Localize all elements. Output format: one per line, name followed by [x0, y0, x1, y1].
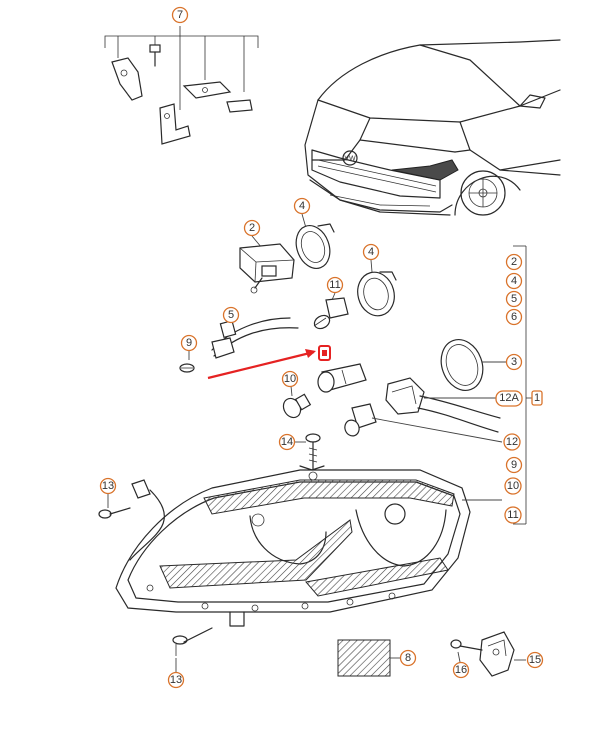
callout-list-6: 6: [505, 308, 523, 326]
callout-list-bracket: [513, 245, 532, 525]
h7-bulb: [313, 292, 349, 330]
svg-text:4: 4: [511, 275, 517, 287]
callout-14: 14: [278, 433, 296, 451]
car-front-illustration: VW: [304, 39, 561, 216]
svg-text:4: 4: [299, 200, 305, 212]
callout-4-lower: 4: [362, 243, 380, 261]
callout-2: 2: [243, 219, 261, 237]
svg-text:7: 7: [177, 9, 183, 21]
seal-ring-large: [440, 339, 506, 391]
callout-list-4: 4: [505, 272, 523, 290]
highlight-arrowhead: [305, 349, 316, 358]
callout-8: 8: [399, 649, 417, 667]
callout-1: 1: [531, 390, 543, 406]
svg-text:6: 6: [511, 311, 517, 323]
screw-14: [295, 433, 321, 471]
svg-text:2: 2: [249, 222, 255, 234]
screw-13-upper: [98, 494, 131, 519]
label-plate-8: [337, 639, 400, 677]
svg-text:13: 13: [170, 674, 182, 686]
svg-text:3: 3: [511, 356, 517, 368]
callout-list-9: 9: [505, 456, 523, 474]
svg-text:11: 11: [507, 509, 518, 521]
bulb-retaining-ring-upper: [295, 213, 335, 269]
bulb-retaining-ring-lower: [357, 259, 397, 317]
callout-16: 16: [452, 661, 470, 679]
callout-13-upper: 13: [99, 477, 117, 495]
callout-list: 2 4 5 6 3 12A 12 9 10 11: [495, 253, 523, 524]
svg-text:VW: VW: [344, 156, 356, 163]
bulb-holder: [317, 363, 367, 393]
callout-7: 7: [171, 6, 189, 24]
svg-text:12: 12: [506, 436, 518, 448]
svg-text:8: 8: [405, 652, 411, 664]
callout-list-2: 2: [505, 253, 523, 271]
callout-11-bulb: 11: [326, 276, 344, 294]
callout-9: 9: [180, 334, 198, 352]
svg-text:10: 10: [507, 480, 519, 492]
svg-text:11: 11: [329, 279, 340, 291]
repair-bracket-15: [479, 631, 526, 677]
callout-13-lower: 13: [167, 671, 185, 689]
callout-5: 5: [222, 306, 240, 324]
svg-text:4: 4: [368, 246, 374, 258]
screw-16: [450, 639, 483, 663]
svg-text:10: 10: [284, 373, 296, 385]
highlight-arrow: [207, 350, 315, 380]
highlighted-bulb-marker: [318, 345, 331, 361]
svg-text:9: 9: [511, 459, 517, 471]
svg-text:9: 9: [186, 337, 192, 349]
svg-text:5: 5: [228, 309, 234, 321]
callout-list-12: 12: [503, 433, 521, 451]
mounting-bracket-group: [104, 26, 259, 145]
svg-text:16: 16: [455, 664, 467, 676]
svg-text:12A: 12A: [499, 392, 519, 404]
screw-13-lower: [172, 627, 213, 672]
side-marker-bulb: [179, 351, 195, 373]
wiring-harness: [211, 317, 299, 359]
callout-list-11: 11: [504, 506, 522, 524]
svg-text:1: 1: [534, 392, 540, 404]
callout-15: 15: [526, 651, 544, 669]
bulb-connector-12a: [385, 377, 501, 433]
svg-text:15: 15: [529, 654, 541, 666]
headlight-housing: [115, 465, 502, 627]
svg-text:14: 14: [281, 436, 293, 448]
callout-4-upper: 4: [293, 197, 311, 215]
callout-list-5: 5: [505, 290, 523, 308]
callout-list-3: 3: [505, 353, 523, 371]
h7-bulb-lower: [344, 403, 503, 443]
callout-list-10: 10: [504, 477, 522, 495]
parking-light-bulb: [282, 385, 312, 419]
leveling-motor: [239, 235, 295, 294]
callout-10: 10: [281, 370, 299, 388]
svg-text:13: 13: [102, 480, 114, 492]
callout-list-12a: 12A: [495, 390, 523, 407]
svg-text:2: 2: [511, 256, 517, 268]
svg-text:5: 5: [511, 293, 517, 305]
